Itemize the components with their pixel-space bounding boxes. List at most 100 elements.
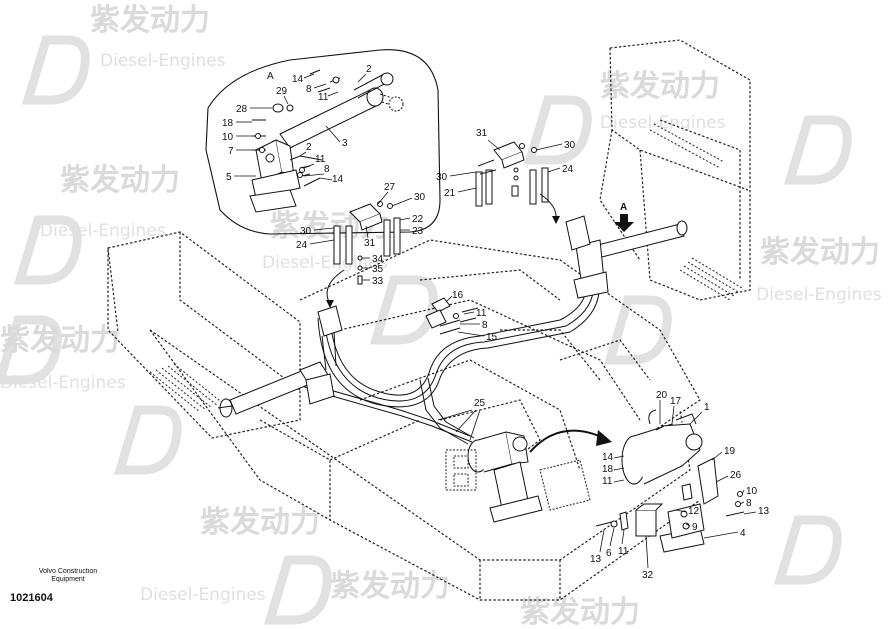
callout: 11: [476, 308, 487, 319]
callout: 2: [306, 142, 312, 153]
callout: 2: [366, 64, 372, 75]
callout: 13: [758, 506, 770, 517]
callout: 33: [372, 276, 384, 287]
callout: 3: [342, 138, 348, 149]
watermark-brand: 紫发动力: [760, 235, 880, 270]
watermark-logo-icon: [603, 295, 672, 365]
callout: 20: [656, 390, 668, 401]
watermark-sub: Diesel-Engines: [756, 285, 882, 305]
callout: 4: [740, 528, 746, 539]
callout: 9: [692, 522, 698, 533]
manufacturer-name: Volvo Construction: [38, 568, 98, 575]
callout: 21: [444, 188, 456, 199]
callout: 30: [414, 192, 426, 203]
callout: 30: [436, 172, 448, 183]
callout: 18: [602, 464, 614, 475]
watermark-sub: Diesel-Engines: [40, 221, 166, 241]
callout: 11: [315, 154, 326, 165]
watermark-sub: Diesel-Engines: [262, 253, 388, 273]
callout: 8: [746, 498, 752, 509]
callout: 31: [476, 128, 488, 139]
watermark-layer: 紫发动力 Diesel-Engines 紫发动力 Diesel-Engines …: [0, 3, 882, 629]
callout: 19: [724, 446, 736, 457]
callout: 23: [412, 226, 424, 237]
frame-hatching: [149, 123, 743, 413]
callout: 34: [372, 254, 384, 265]
callout: 17: [670, 396, 682, 407]
watermark-brand: 紫发动力: [330, 569, 450, 604]
hydraulic-cylinder-right: [565, 215, 688, 299]
callout: 30: [300, 226, 312, 237]
callout: 6: [606, 548, 612, 559]
watermark-sub: Diesel-Engines: [600, 113, 726, 133]
callout: 15: [486, 332, 498, 343]
pump-exploded: [595, 409, 745, 553]
callout: 10: [222, 132, 234, 143]
detail-a-inset: A: [205, 49, 441, 235]
callout: 26: [730, 470, 742, 481]
watermark-sub: Diesel-Engines: [100, 51, 226, 71]
callout: 18: [222, 118, 234, 129]
watermark-logo-icon: [0, 315, 62, 385]
watermark-logo-icon: [773, 515, 842, 585]
watermark-logo-icon: [523, 95, 592, 165]
hydraulic-cylinder-inset: [279, 72, 404, 149]
callout: 8: [306, 84, 312, 95]
callout: 25: [474, 398, 486, 409]
callout: 24: [296, 240, 308, 251]
watermark-logo-icon: [783, 115, 852, 185]
callout: 14: [602, 452, 614, 463]
watermark-brand: 紫发动力: [90, 3, 210, 38]
excavator-frame: [107, 39, 751, 601]
watermark-brand: 紫发动力: [0, 323, 120, 358]
valve-block-left: [333, 201, 401, 285]
watermark-sub: Diesel-Engines: [140, 585, 266, 605]
callout: 24: [562, 164, 574, 175]
pointer-arrow: [326, 269, 345, 305]
callout: 5: [226, 172, 232, 183]
callout: 7: [228, 146, 234, 157]
watermark-sub: Diesel-Engines: [0, 373, 126, 393]
callout: 28: [236, 104, 248, 115]
watermark-logo-icon: [263, 555, 332, 625]
watermark-brand: 紫发动力: [600, 69, 720, 104]
callout: 8: [324, 164, 330, 175]
watermark-brand: 紫发动力: [60, 163, 180, 198]
drawing-number: 1021604: [10, 592, 53, 604]
watermark-brand: 紫发动力: [200, 505, 320, 540]
callout: 14: [332, 174, 344, 185]
center-fittings: [425, 297, 479, 335]
detail-a-label: A: [267, 71, 274, 82]
hydraulic-cylinder-left: [217, 305, 343, 418]
callout: 27: [384, 182, 396, 193]
callout: 14: [292, 74, 304, 85]
exploded-view-arrow: [529, 429, 605, 453]
drawing-footer: Volvo Construction Equipment 1021604: [8, 568, 128, 604]
watermark-brand: 紫发动力: [520, 595, 640, 629]
valve-block-top: [475, 141, 549, 207]
view-arrow-label: A: [620, 202, 627, 213]
callout: 10: [746, 486, 758, 497]
callout: 22: [412, 214, 424, 225]
watermark-logo-icon: [13, 215, 82, 285]
callout: 31: [364, 238, 376, 249]
callout: 11: [318, 92, 329, 103]
callout: 35: [372, 264, 384, 275]
callout: 12: [688, 506, 700, 517]
watermark-logo-icon: [21, 35, 90, 105]
callout: 1: [704, 402, 710, 413]
hose-lines: [299, 235, 600, 445]
engine-block-detail: [445, 449, 591, 511]
callout: 32: [642, 570, 654, 581]
callout: 11: [618, 546, 629, 557]
watermark-logo-icon: [113, 405, 182, 475]
callout: 16: [452, 290, 464, 301]
view-arrow-icon: [614, 214, 634, 232]
mounting-bracket-inset: [249, 139, 301, 213]
callout: 13: [590, 554, 602, 565]
pump-assembly-machine: [467, 431, 543, 523]
callout: 29: [276, 86, 288, 97]
callout: 30: [564, 140, 576, 151]
callout: 8: [482, 320, 488, 331]
